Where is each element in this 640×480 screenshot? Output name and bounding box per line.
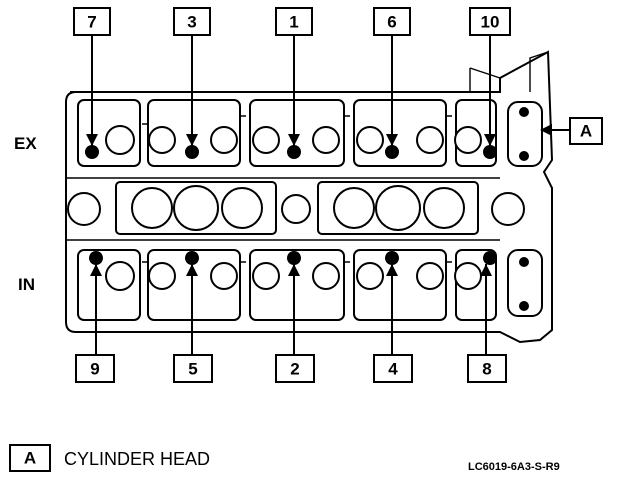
head-bolt-7 bbox=[85, 145, 99, 159]
callout-bolt-7: 7 bbox=[87, 13, 96, 32]
head-bolt-1 bbox=[287, 145, 301, 159]
callout-bolt-6: 6 bbox=[387, 13, 396, 32]
head-bolt-5 bbox=[185, 251, 199, 265]
head-bolt-10 bbox=[483, 145, 497, 159]
head-bolt-6 bbox=[385, 145, 399, 159]
view-callout-a: A bbox=[569, 117, 603, 145]
head-bolt-8 bbox=[483, 251, 497, 265]
view-callout-label: A bbox=[580, 122, 592, 141]
callouts-top: 7 3 1 6 10 bbox=[73, 7, 511, 36]
legend-description: CYLINDER HEAD bbox=[64, 449, 210, 469]
legend: A CYLINDER HEAD bbox=[9, 444, 210, 472]
callout-bolt-3: 3 bbox=[187, 13, 196, 32]
figure-code: LC6019-6A3-S-R9 bbox=[468, 461, 560, 473]
head-bolt-9 bbox=[89, 251, 103, 265]
callout-bolt-10: 10 bbox=[481, 13, 500, 32]
head-bolts bbox=[85, 145, 497, 265]
callout-bolt-5: 5 bbox=[188, 360, 197, 379]
callouts-bottom: 9 5 2 4 8 bbox=[75, 354, 507, 383]
intake-side-label: IN bbox=[18, 275, 35, 294]
callout-bolt-2: 2 bbox=[290, 360, 299, 379]
head-bolt-3 bbox=[185, 145, 199, 159]
head-bolt-2 bbox=[287, 251, 301, 265]
legend-key: A bbox=[24, 449, 36, 468]
leader-lines bbox=[86, 35, 570, 355]
cylinder-head-outline bbox=[65, 50, 554, 344]
exhaust-side-label: EX bbox=[14, 134, 37, 153]
callout-bolt-9: 9 bbox=[90, 360, 99, 379]
callout-bolt-8: 8 bbox=[482, 360, 491, 379]
callout-bolt-1: 1 bbox=[289, 13, 298, 32]
callout-bolt-4: 4 bbox=[388, 360, 398, 379]
head-bolt-4 bbox=[385, 251, 399, 265]
